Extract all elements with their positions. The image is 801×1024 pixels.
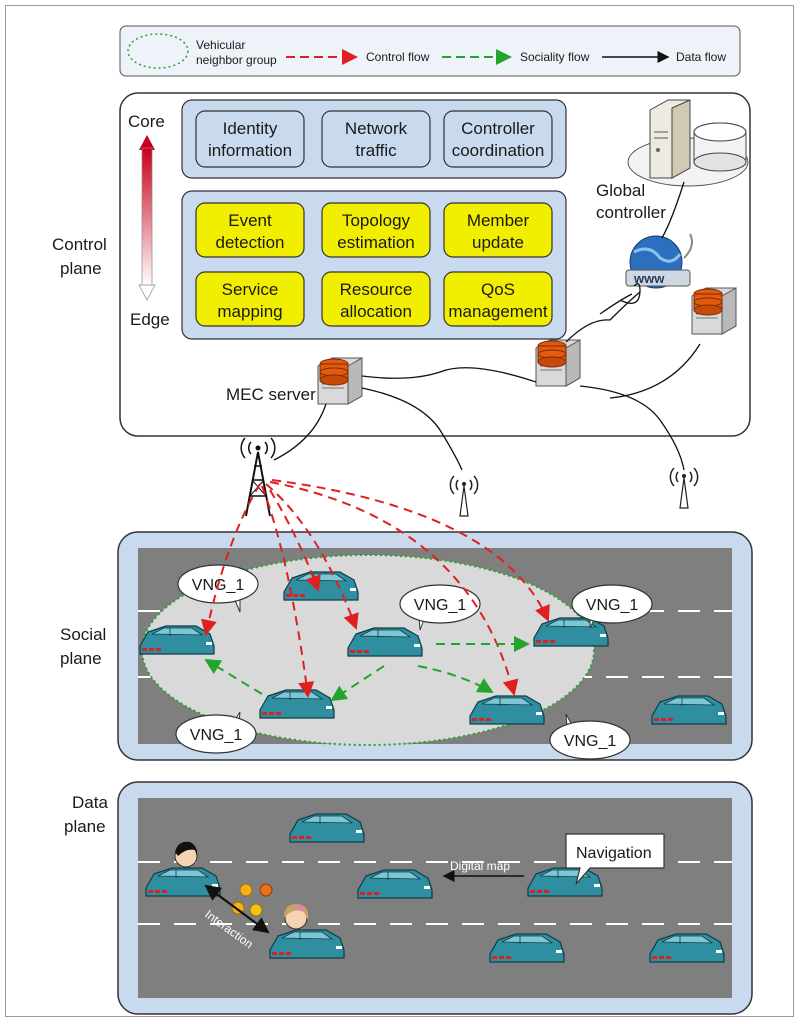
control-plane-label-line1: Control xyxy=(52,235,107,254)
function-box-line1: QoS xyxy=(481,280,515,299)
vng-bubble-4: VNG_1 xyxy=(175,711,257,754)
function-box-line1: Member xyxy=(467,211,530,230)
mec-server-label: MEC server xyxy=(226,385,316,404)
legend-vng-line2: neighbor group xyxy=(196,53,277,67)
vng-bubble-2: VNG_1 xyxy=(399,584,481,631)
control-plane-label-line2: plane xyxy=(60,259,102,278)
global-controller-label-line1: Global xyxy=(596,181,645,200)
data-road xyxy=(138,798,732,998)
function-box-4: Service mapping xyxy=(195,271,305,327)
cell-tower-main-icon xyxy=(240,437,276,517)
info-box-line1: Identity xyxy=(223,119,278,138)
www-globe-icon: www xyxy=(625,233,693,289)
cell-tower-right-icon xyxy=(669,467,699,509)
function-box-line2: update xyxy=(472,233,524,252)
global-controller-label-line2: controller xyxy=(596,203,666,222)
vng-legend-icon xyxy=(127,33,189,69)
function-box-3: Member update xyxy=(443,202,553,258)
legend-vng-line1: Vehicular xyxy=(196,38,245,52)
edge-label: Edge xyxy=(130,310,170,329)
driver-man-icon xyxy=(174,841,198,868)
social-plane-label-line2: plane xyxy=(60,649,102,668)
function-box-2: Topology estimation xyxy=(321,202,431,258)
function-box-line2: allocation xyxy=(340,302,412,321)
edge-server-middle-icon xyxy=(535,339,581,387)
edge-server-right-icon xyxy=(691,287,737,335)
global-controller-icon xyxy=(627,99,749,187)
function-box-line1: Resource xyxy=(340,280,413,299)
legend: Vehicular neighbor group Control flow So… xyxy=(119,25,741,77)
info-box-1: Identity information xyxy=(195,110,305,168)
vng-label: VNG_1 xyxy=(564,733,617,750)
function-box-line1: Event xyxy=(228,211,272,230)
core-edge-arrow xyxy=(138,135,156,301)
digital-map-label: Digital map xyxy=(450,859,510,873)
cell-tower-middle-icon xyxy=(449,475,479,517)
driver-woman-icon xyxy=(284,904,309,930)
info-box-line2: traffic xyxy=(355,141,397,160)
legend-data-flow: Data flow xyxy=(676,50,726,64)
navigation-label: Navigation xyxy=(576,845,652,862)
legend-sociality-flow: Sociality flow xyxy=(520,50,590,64)
legend-control-flow: Control flow xyxy=(366,50,430,64)
function-box-line1: Topology xyxy=(342,211,411,230)
data-plane-label-line2: plane xyxy=(64,817,106,836)
social-plane-label-line1: Social xyxy=(60,625,106,644)
navigation-callout: Navigation xyxy=(565,833,665,885)
function-box-1: Event detection xyxy=(195,202,305,258)
function-box-line1: Service xyxy=(222,280,279,299)
network-links xyxy=(273,181,701,471)
info-box-line2: information xyxy=(208,141,292,160)
info-box-line2: coordination xyxy=(452,141,545,160)
sociality-flow-arrows xyxy=(204,636,530,702)
info-box-line1: Controller xyxy=(461,119,535,138)
figure-frame xyxy=(5,5,794,1017)
function-box-line2: estimation xyxy=(337,233,414,252)
vng-label: VNG_1 xyxy=(586,597,639,614)
mec-server-icon xyxy=(317,357,363,405)
data-plane-label-line1: Data xyxy=(72,793,108,812)
vng-bubble-5: VNG_1 xyxy=(549,713,631,760)
vng-bubble-3: VNG_1 xyxy=(571,584,653,629)
vng-label: VNG_1 xyxy=(190,727,243,744)
core-label: Core xyxy=(128,112,165,131)
function-box-line2: detection xyxy=(216,233,285,252)
control-flow-arrows xyxy=(201,479,550,698)
info-box-3: Controller coordination xyxy=(443,110,553,168)
function-box-6: QoS management xyxy=(443,271,553,327)
function-box-line2: mapping xyxy=(217,302,282,321)
function-box-line2: management xyxy=(448,302,548,321)
function-box-5: Resource allocation xyxy=(321,271,431,327)
www-text: www xyxy=(633,271,665,286)
vng-label: VNG_1 xyxy=(414,597,467,614)
info-box-2: Network traffic xyxy=(321,110,431,168)
info-box-line1: Network xyxy=(345,119,408,138)
